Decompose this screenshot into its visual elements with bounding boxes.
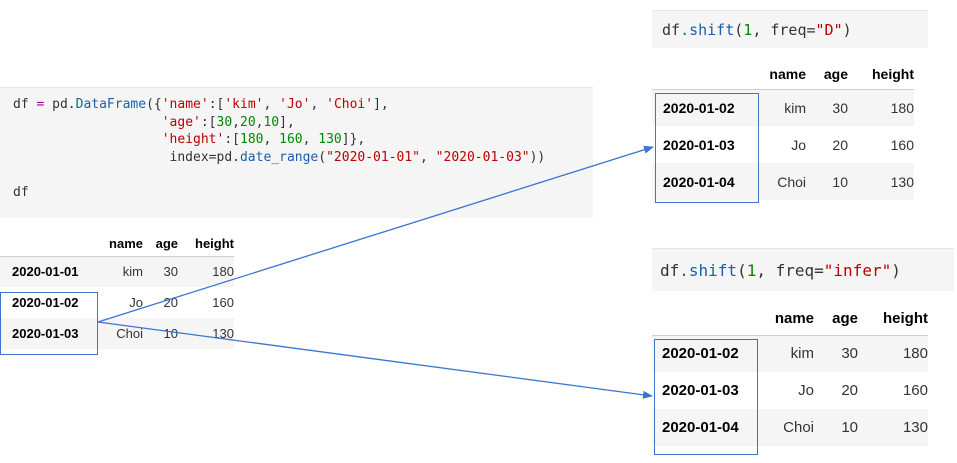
cell-age: 20 [163, 295, 178, 310]
cell-name: kim [790, 345, 814, 363]
table-row: 2020-01-04 Choi 10 130 [652, 163, 914, 200]
column-header: age [832, 309, 858, 327]
cell-name: Choi [116, 326, 143, 341]
column-header: name [774, 309, 814, 327]
column-header: age [823, 66, 848, 83]
column-header: height [195, 236, 234, 252]
cell-name: kim [784, 99, 806, 116]
cell-name: Jo [129, 295, 143, 310]
cell-name: Choi [777, 173, 806, 190]
code-line-6: df [13, 184, 29, 200]
column-header: age [155, 236, 178, 252]
cell-age: 20 [841, 382, 858, 399]
cell-age: 30 [163, 264, 178, 280]
cell-age: 20 [832, 136, 848, 153]
cell-name: Jo [798, 382, 814, 399]
cell-height: 180 [890, 99, 914, 116]
cell-height: 160 [902, 382, 928, 399]
row-index: 2020-01-02 [663, 99, 735, 116]
table-header-row: name age height [652, 60, 914, 89]
original-dataframe-table: name age height 2020-01-01 kim 30 180 20… [0, 232, 234, 349]
cell-height: 130 [212, 326, 234, 341]
row-index: 2020-01-01 [12, 264, 79, 280]
cell-name: Jo [791, 136, 806, 153]
code-line-2: 'age':[30,20,10], [161, 114, 295, 130]
cell-name: kim [122, 264, 143, 280]
dataframe-code-cell[interactable]: df = pd.DataFrame({'name':['kim', 'Jo', … [0, 87, 593, 218]
index-header [0, 232, 100, 256]
cell-height: 180 [212, 264, 234, 280]
cell-height: 160 [890, 136, 914, 153]
cell-age: 30 [841, 345, 858, 363]
row-index: 2020-01-04 [662, 419, 739, 436]
column-header: height [883, 309, 928, 327]
table-row: 2020-01-03 Jo 20 160 [652, 126, 914, 163]
row-index: 2020-01-03 [663, 136, 735, 153]
cell-age: 10 [163, 326, 178, 341]
index-header [652, 302, 760, 335]
row-index: 2020-01-03 [12, 326, 79, 341]
row-index: 2020-01-04 [663, 173, 735, 190]
table-row: 2020-01-02 Jo 20 160 [0, 287, 234, 318]
code-line-3: 'height':[180, 160, 130]}, [161, 132, 366, 147]
table-header-row: name age height [0, 232, 234, 256]
shift-freq-infer-result-table: name age height 2020-01-02 kim 30 180 20… [652, 302, 928, 446]
cell-age: 30 [832, 99, 848, 116]
cell-name: Choi [783, 419, 814, 436]
column-header: name [769, 66, 806, 83]
code-line-4: index=pd.date_range("2020-01-01", "2020-… [13, 149, 546, 165]
table-header-row: name age height [652, 302, 928, 335]
table-row: 2020-01-03 Jo 20 160 [652, 372, 928, 409]
cell-age: 10 [841, 419, 858, 436]
cell-height: 160 [212, 295, 234, 310]
shift-freq-d-code-cell[interactable]: df.shift(1, freq="D") [652, 10, 928, 48]
shift-freq-d-result-table: name age height 2020-01-02 kim 30 180 20… [652, 60, 914, 200]
index-header [652, 60, 760, 89]
column-header: height [872, 66, 914, 83]
shift-freq-infer-code-cell[interactable]: df.shift(1, freq="infer") [652, 248, 954, 291]
row-index: 2020-01-03 [662, 382, 739, 399]
code-line-1: df = pd.DataFrame({'name':['kim', 'Jo', … [13, 97, 389, 112]
row-index: 2020-01-02 [12, 295, 79, 310]
column-header: name [109, 236, 143, 252]
cell-height: 180 [902, 345, 928, 363]
table-row: 2020-01-02 kim 30 180 [652, 335, 928, 372]
table-row: 2020-01-02 kim 30 180 [652, 89, 914, 126]
row-index: 2020-01-02 [662, 345, 739, 363]
table-row: 2020-01-01 kim 30 180 [0, 256, 234, 287]
cell-height: 130 [902, 419, 928, 436]
cell-height: 130 [890, 173, 914, 190]
table-row: 2020-01-03 Choi 10 130 [0, 318, 234, 349]
table-row: 2020-01-04 Choi 10 130 [652, 409, 928, 446]
cell-age: 10 [832, 173, 848, 190]
